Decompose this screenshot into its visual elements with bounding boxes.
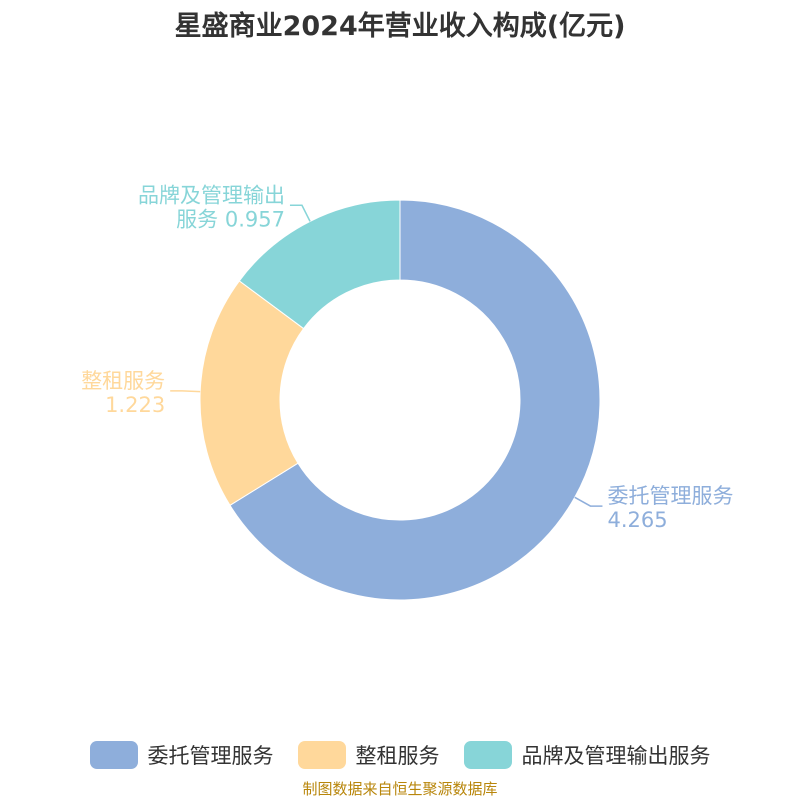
legend-item-brand-output[interactable]: 品牌及管理输出服务 xyxy=(463,740,711,770)
slice-entrusted-management[interactable] xyxy=(229,199,601,601)
legend-swatch xyxy=(297,741,346,769)
legend-label: 委托管理服务 xyxy=(147,744,274,768)
data-source: 制图数据来自恒生聚源数据库 xyxy=(302,780,498,798)
legend-swatch xyxy=(463,741,512,769)
label-entrusted-management-line1: 委托管理服务 xyxy=(607,484,733,508)
leader-line xyxy=(170,390,201,393)
slice-whole-lease[interactable] xyxy=(199,280,305,506)
label-brand-output-line2: 服务 0.957 xyxy=(176,207,285,231)
leader-line xyxy=(289,204,311,222)
legend-swatch xyxy=(89,741,138,769)
legend-label: 品牌及管理输出服务 xyxy=(521,744,711,768)
slice-brand-output[interactable] xyxy=(238,199,401,330)
legend-item-whole-lease[interactable]: 整租服务 xyxy=(297,740,440,770)
chart-title: 星盛商业2024年营业收入构成(亿元) xyxy=(174,11,626,42)
label-whole-lease-line2: 1.223 xyxy=(105,393,165,417)
label-entrusted-management-line2: 4.265 xyxy=(607,508,667,532)
legend-label: 整租服务 xyxy=(355,744,440,768)
label-brand-output-line1: 品牌及管理输出 xyxy=(138,183,285,207)
legend-item-entrusted-management[interactable]: 委托管理服务 xyxy=(89,740,274,770)
label-whole-lease-line1: 整租服务 xyxy=(81,369,165,393)
leader-line xyxy=(574,496,603,507)
legend: 委托管理服务 整租服务 品牌及管理输出服务 xyxy=(0,736,800,774)
